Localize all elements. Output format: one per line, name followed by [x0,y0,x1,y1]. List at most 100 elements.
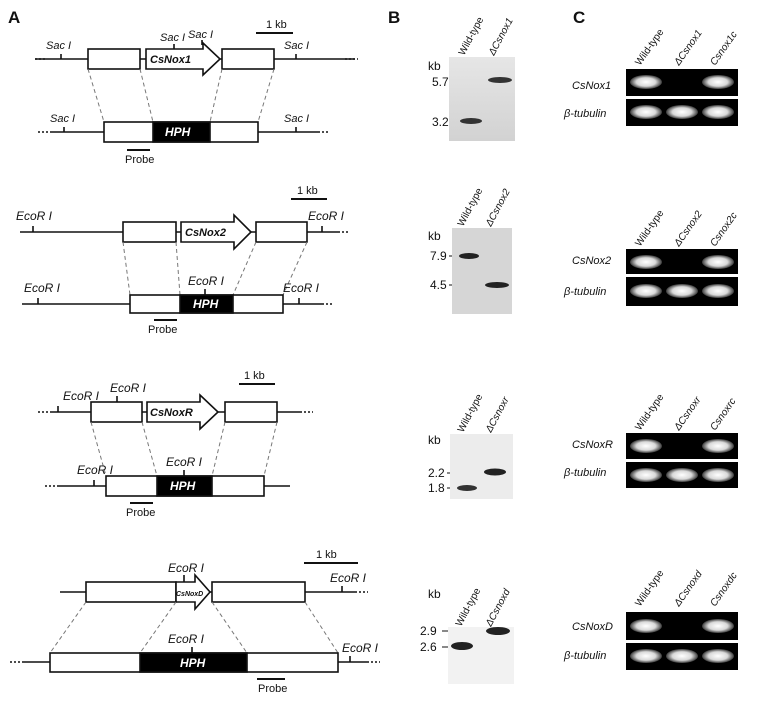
gene-label: CsNox2 [572,255,611,267]
gel-band [630,619,662,633]
lane-label: Csnoxdc [708,571,739,609]
kb-label: kb [428,229,441,243]
site-label: EcoR I [342,641,379,655]
southern-blot [452,228,512,314]
blot-band [451,642,473,650]
probe-label: Probe [125,154,154,166]
blot-band [459,253,479,259]
construct-map-2 [20,198,350,321]
gel-band [702,649,734,663]
gene-label: CsNoxR [572,439,613,451]
gene-label: β-tubulin [563,108,606,120]
lane-label: Csnox1c [708,30,739,68]
size-label: 2.6 [420,640,437,654]
lane-label: Csnoxrc [708,396,738,432]
blot-band [488,77,512,83]
site-label: EcoR I [77,463,114,477]
site-label: EcoR I [168,561,205,575]
gene-label: CsNoxD [176,591,203,598]
lane-label: ΔCsnoxr [672,394,704,433]
probe-label: Probe [148,324,177,336]
site-label: Sac I [50,113,75,125]
gel-band [702,105,734,119]
lane-label: Wild-type [456,392,485,434]
lane-label: Wild-type [633,208,666,249]
gene-label: β-tubulin [563,467,606,479]
gene-label: β-tubulin [563,650,606,662]
site-label: EcoR I [168,632,205,646]
kb-label: kb [428,433,441,447]
gel-band [630,649,662,663]
blot-band [460,118,482,124]
panel-label-a: A [8,8,20,27]
blot-band [486,627,510,635]
scale-bar-label: 1 kb [244,370,265,382]
southern-blot [448,627,514,684]
gel-band [666,105,698,119]
lane-label: Wild-type [633,392,666,433]
gene-label: CsNox2 [185,227,226,239]
site-label: Sac I [284,113,309,125]
probe-label: Probe [258,683,287,695]
site-label: EcoR I [24,281,61,295]
southern-blot [449,57,515,141]
lane-label: ΔCsnox2 [672,209,705,250]
site-label: EcoR I [330,571,367,585]
gel-band [666,284,698,298]
lane-label: Wild-type [454,586,483,628]
hph-label: HPH [165,125,191,139]
size-label: 1.8 [428,481,445,495]
site-label: EcoR I [166,455,203,469]
site-label: EcoR I [283,281,320,295]
lane-label: ΔCsnoxd [483,587,512,629]
size-label: 5.7 [432,75,449,89]
site-label: EcoR I [308,209,345,223]
lane-label: Csnox2c [708,211,739,249]
probe-label: Probe [126,507,155,519]
hph-label: HPH [193,297,219,311]
site-label: EcoR I [16,209,53,223]
gel-band [702,468,734,482]
lane-label: ΔCsnox1 [672,28,705,68]
construct-map-4 [10,562,380,680]
site-label: EcoR I [63,389,100,403]
scale-bar-label: 1 kb [297,185,318,197]
gel-band [702,284,734,298]
hph-label: HPH [170,479,196,493]
gene-label: CsNoxR [150,407,193,419]
site-label: EcoR I [188,274,225,288]
construct-map-3 [38,383,313,504]
blot-band [484,468,506,476]
lane-label: ΔCsnox2 [483,187,512,229]
site-label: Sac I [46,40,71,52]
blot-band [485,282,509,288]
gel-band [702,619,734,633]
lane-label: Wild-type [633,27,666,68]
gel-band [630,75,662,89]
gel-band [630,468,662,482]
gel-band [702,75,734,89]
kb-label: kb [428,587,441,601]
size-label: 2.9 [420,624,437,638]
kb-label: kb [428,59,441,73]
site-label: Sac I [160,32,185,44]
gel-band [630,439,662,453]
gene-label: β-tubulin [563,286,606,298]
lane-label: Wild-type [457,15,486,57]
construct-map-1 [35,32,358,151]
hph-label: HPH [180,656,206,670]
panel-label-b: B [388,8,400,27]
scale-bar-label: 1 kb [266,19,287,31]
lane-label: ΔCsnoxr [483,395,512,436]
gene-label: CsNox1 [572,80,611,92]
lane-label: ΔCsnoxd [672,569,705,610]
size-label: 3.2 [432,115,449,129]
gene-label: CsNoxD [572,621,613,633]
size-label: 4.5 [430,278,447,292]
size-label: 2.2 [428,466,445,480]
size-label: 7.9 [430,249,447,263]
scale-bar-label: 1 kb [316,549,337,561]
gel-band [630,284,662,298]
lane-label: Wild-type [456,186,485,228]
